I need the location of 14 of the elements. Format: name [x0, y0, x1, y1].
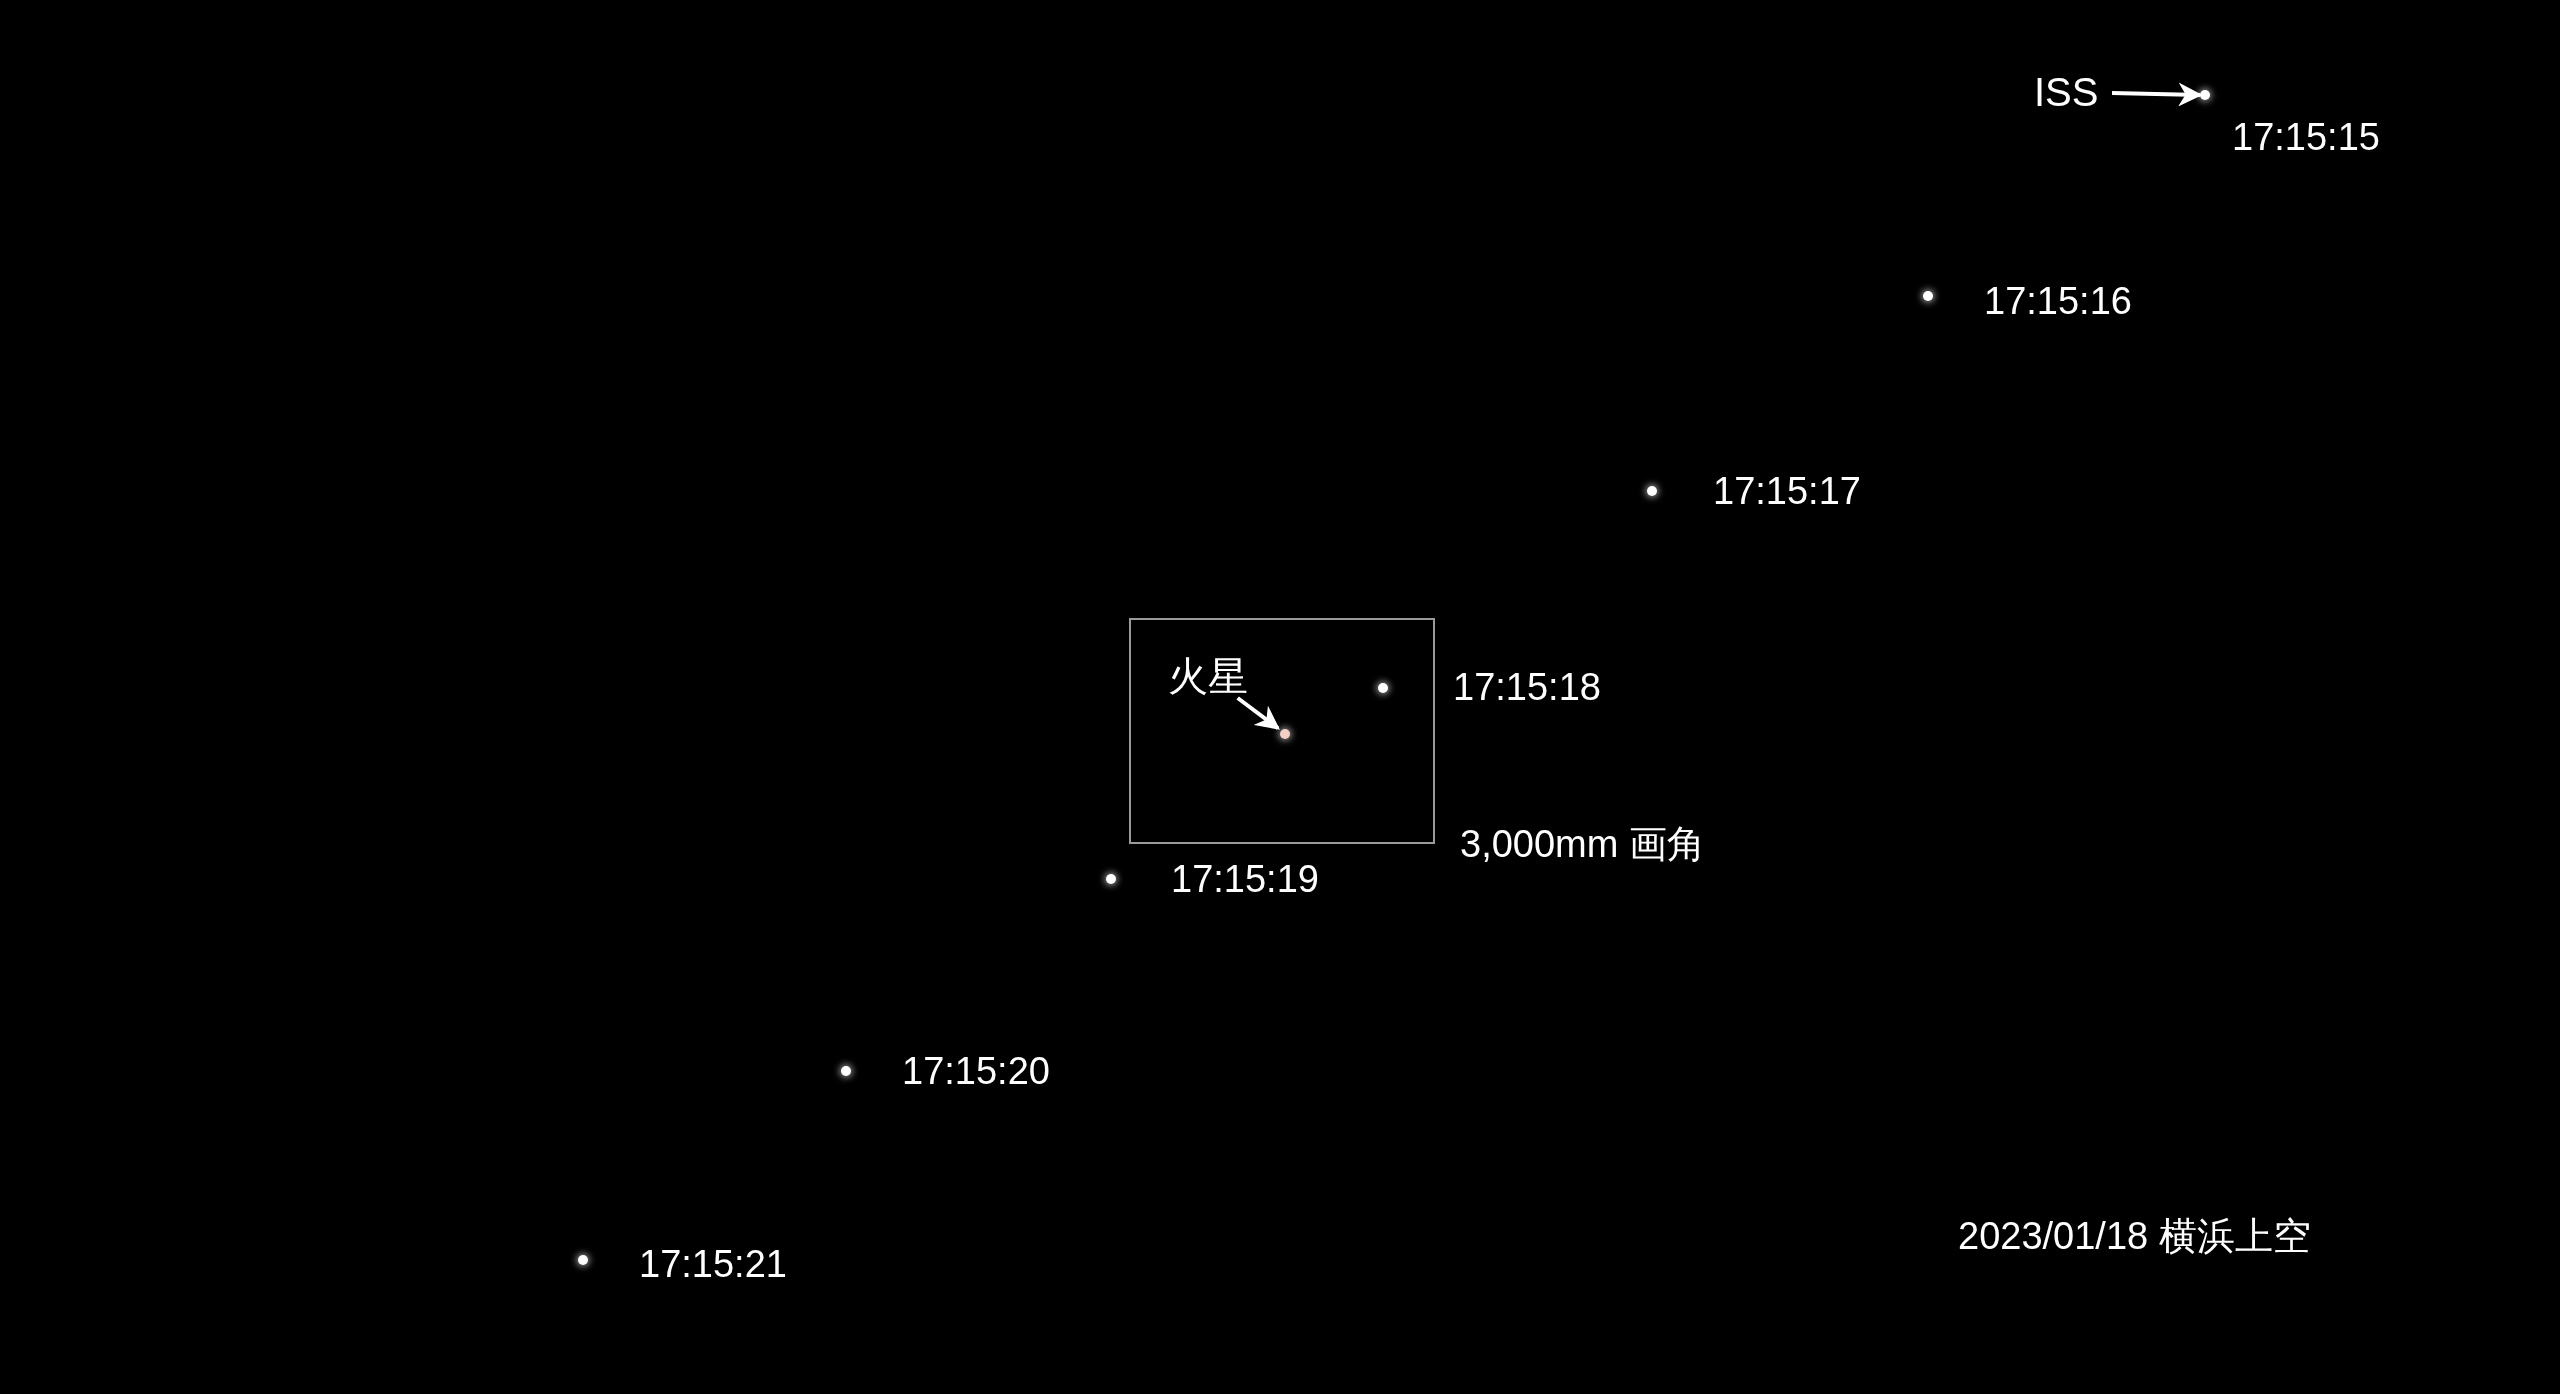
field-of-view-frame [1129, 618, 1435, 844]
callout-label: ISS [2034, 70, 2112, 114]
time-caption: 17:15:21 [639, 1243, 787, 1285]
time-caption: 17:15:15 [2232, 116, 2380, 158]
arrow [1236, 696, 1280, 730]
time-caption: 17:15:19 [1171, 858, 1319, 900]
time-caption: 17:15:20 [902, 1050, 1050, 1092]
date-location-note: 2023/01/18 横浜上空 [1958, 1215, 2311, 1257]
arrow [2111, 82, 2203, 107]
time-caption: 3,000mm 画角 [1460, 823, 1705, 865]
time-caption: 17:15:17 [1713, 470, 1861, 512]
time-caption: 17:15:18 [1453, 666, 1601, 708]
callout-label: 火星 [1168, 654, 1250, 700]
time-caption: 17:15:16 [1984, 280, 2132, 322]
